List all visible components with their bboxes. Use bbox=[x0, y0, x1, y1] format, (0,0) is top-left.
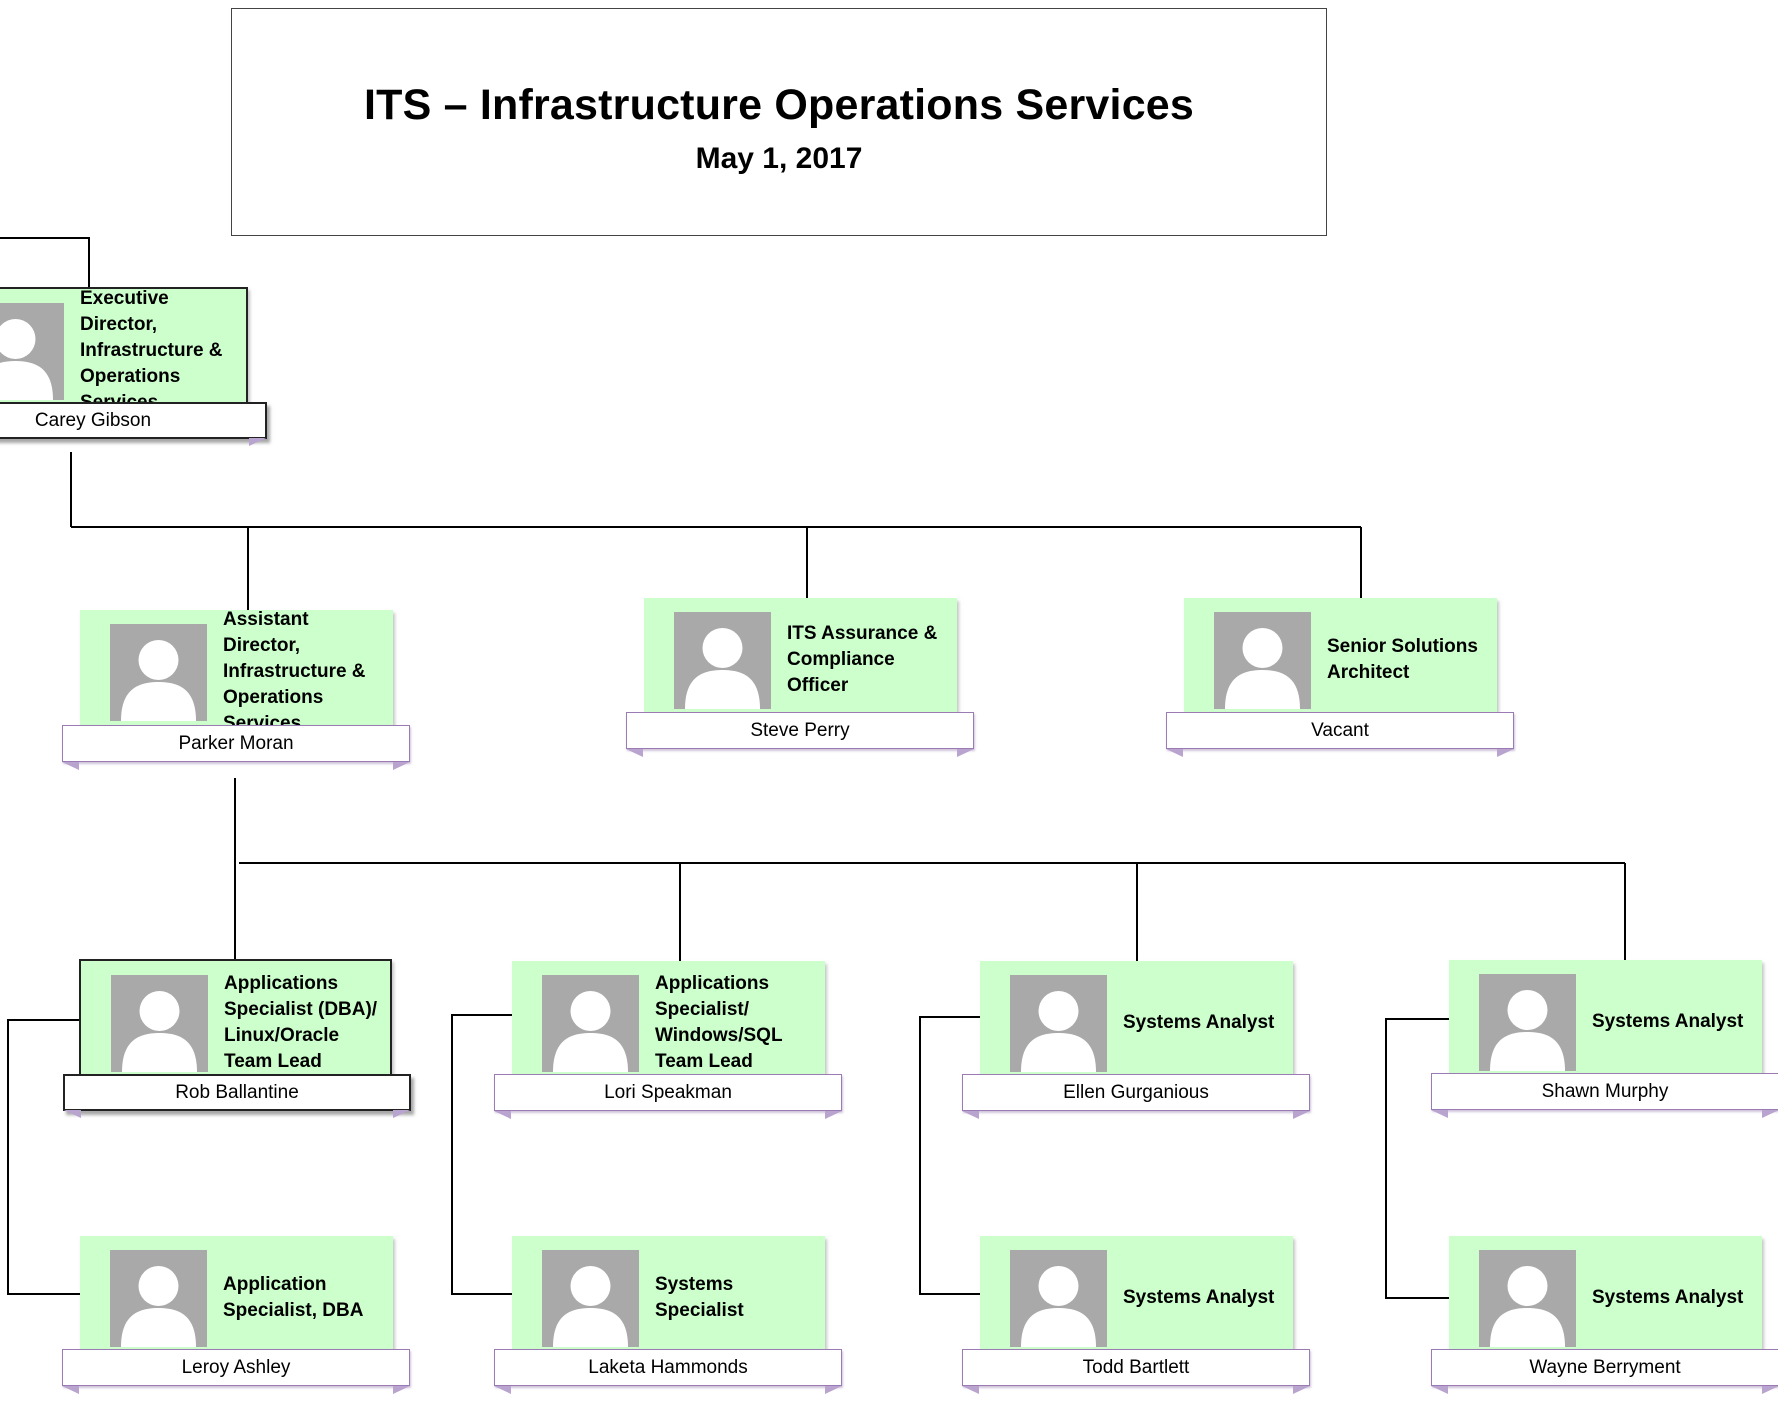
person-placeholder-icon bbox=[1010, 1250, 1107, 1347]
position-title: Executive Director, Infrastructure & Ope… bbox=[80, 288, 223, 413]
person-name: Vacant bbox=[1166, 712, 1514, 757]
position-title: Applications Specialist/ Windows/SQL Tea… bbox=[655, 973, 783, 1072]
person-name: Ellen Gurganious bbox=[962, 1074, 1310, 1119]
position-title: Application Specialist, DBA bbox=[223, 1274, 364, 1321]
org-card-systems-analyst-4[interactable]: Systems Analyst Wayne Berryment bbox=[1431, 1236, 1778, 1394]
person-name: Todd Bartlett bbox=[962, 1349, 1310, 1394]
org-card-assistant-director[interactable]: Assistant Director, Infrastructure & Ope… bbox=[62, 609, 410, 770]
org-card-dba-team-lead[interactable]: Applications Specialist (DBA)/ Linux/Ora… bbox=[63, 959, 411, 1118]
person-placeholder-icon bbox=[110, 1250, 207, 1347]
position-title: Systems Specialist bbox=[655, 1274, 744, 1321]
connector-windows-group bbox=[451, 1014, 512, 1295]
person-placeholder-icon bbox=[110, 624, 207, 721]
position-title: Applications Specialist (DBA)/ Linux/Ora… bbox=[224, 973, 378, 1072]
org-chart-title: ITS – Infrastructure Operations Services bbox=[363, 81, 1195, 129]
position-title: Senior Solutions Architect bbox=[1327, 636, 1478, 683]
person-placeholder-icon bbox=[1479, 1250, 1576, 1347]
person-placeholder-icon bbox=[1010, 975, 1107, 1072]
person-placeholder-icon bbox=[111, 975, 208, 1072]
person-name: Lori Speakman bbox=[494, 1074, 842, 1119]
person-placeholder-icon bbox=[1214, 612, 1311, 709]
position-title: Systems Analyst bbox=[1123, 1287, 1275, 1308]
person-name: Laketa Hammonds bbox=[494, 1349, 842, 1394]
person-name: Wayne Berryment bbox=[1431, 1349, 1778, 1394]
org-chart-date: May 1, 2017 bbox=[695, 142, 863, 175]
connector-analyst1-group bbox=[919, 1016, 980, 1295]
org-card-systems-specialist[interactable]: Systems Specialist Laketa Hammonds bbox=[494, 1236, 842, 1394]
person-placeholder-icon bbox=[0, 303, 64, 400]
org-card-application-specialist-dba[interactable]: Application Specialist, DBA Leroy Ashley bbox=[62, 1236, 410, 1394]
position-title: Assistant Director, Infrastructure & Ope… bbox=[223, 609, 366, 734]
connector-exec-top bbox=[0, 237, 90, 287]
person-name: Leroy Ashley bbox=[62, 1349, 410, 1394]
person-placeholder-icon bbox=[674, 612, 771, 709]
person-placeholder-icon bbox=[542, 975, 639, 1072]
org-card-systems-analyst-3[interactable]: Systems Analyst Todd Bartlett bbox=[962, 1236, 1310, 1394]
org-card-windows-team-lead[interactable]: Applications Specialist/ Windows/SQL Tea… bbox=[494, 961, 842, 1119]
org-card-systems-analyst-1[interactable]: Systems Analyst Ellen Gurganious bbox=[962, 961, 1310, 1119]
person-name: Carey Gibson bbox=[0, 402, 267, 446]
person-name: Steve Perry bbox=[626, 712, 974, 757]
person-name: Parker Moran bbox=[62, 725, 410, 770]
org-card-solutions-architect[interactable]: Senior Solutions Architect Vacant bbox=[1166, 598, 1514, 757]
position-title: Systems Analyst bbox=[1592, 1011, 1744, 1032]
org-card-systems-analyst-2[interactable]: Systems Analyst Shawn Murphy bbox=[1431, 960, 1778, 1118]
person-placeholder-icon bbox=[542, 1250, 639, 1347]
person-placeholder-icon bbox=[1479, 974, 1576, 1071]
org-card-assurance-officer[interactable]: ITS Assurance & Compliance Officer Steve… bbox=[626, 598, 974, 757]
person-name: Rob Ballantine bbox=[63, 1074, 411, 1118]
org-card-executive-director[interactable]: Executive Director, Infrastructure & Ope… bbox=[0, 287, 267, 446]
org-chart-title-box: ITS – Infrastructure Operations Services… bbox=[231, 8, 1327, 236]
connector-dba-group bbox=[7, 1019, 81, 1295]
person-name: Shawn Murphy bbox=[1431, 1073, 1778, 1118]
position-title: Systems Analyst bbox=[1592, 1287, 1744, 1308]
connector-analyst2-group bbox=[1385, 1018, 1450, 1299]
position-title: ITS Assurance & Compliance Officer bbox=[787, 623, 938, 696]
position-title: Systems Analyst bbox=[1123, 1012, 1275, 1033]
